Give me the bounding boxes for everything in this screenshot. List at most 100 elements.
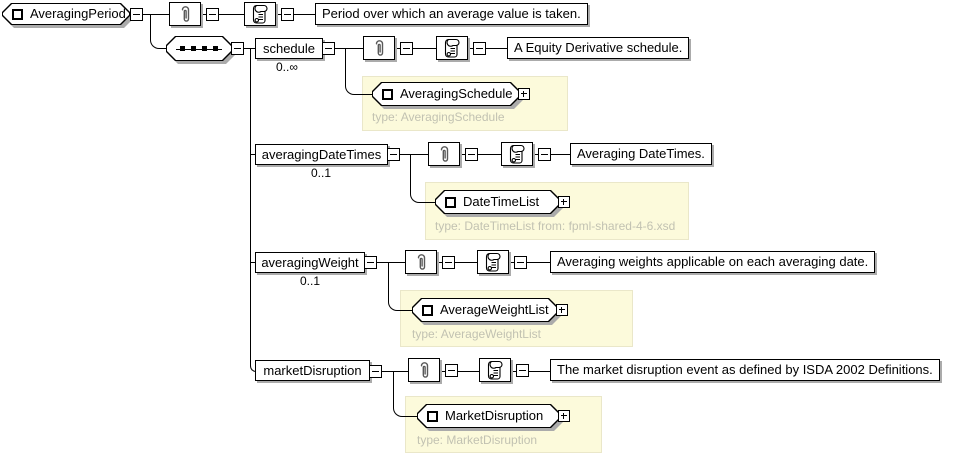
minus-toggle[interactable] [130,8,143,21]
connector-elbow [345,48,373,95]
attributes-box[interactable] [363,36,395,60]
annotation-box[interactable] [501,142,533,166]
attributes-box[interactable] [405,250,437,274]
connector [201,14,206,15]
square-icon [427,411,438,422]
sequence-dots-icon [180,46,218,51]
connector [244,48,255,49]
minus-toggle[interactable] [369,365,382,378]
scroll-icon [443,38,462,59]
annotation-box[interactable] [479,358,511,382]
connector [437,262,442,263]
element-label: MarketDisruption [445,407,544,423]
element-averagingweight[interactable]: averagingWeight [255,252,365,273]
connector-trunk [250,48,256,372]
scroll-icon [251,4,270,25]
type-note: type: MarketDisruption [417,433,538,447]
element-averagingdatetimes[interactable]: averagingDateTimes [255,144,388,165]
paperclip-icon [414,251,429,273]
connector [527,262,550,263]
minus-toggle[interactable] [445,364,458,377]
connector [395,48,400,49]
plus-toggle[interactable] [556,304,568,316]
square-icon [382,89,393,100]
annotation-text: Period over which an average value is ta… [315,3,588,25]
connector [458,371,479,372]
annotation-box[interactable] [436,36,468,60]
connector-elbow [388,262,413,311]
minus-toggle[interactable] [364,256,377,269]
element-schedule[interactable]: schedule [255,38,323,59]
minus-toggle[interactable] [465,148,478,161]
connector [486,48,507,49]
connector [529,371,550,372]
paperclip-icon [178,3,193,25]
minus-toggle[interactable] [473,42,486,55]
minus-toggle[interactable] [516,364,529,377]
attributes-box[interactable] [408,358,440,382]
scroll-icon [484,252,503,273]
minus-toggle[interactable] [231,42,244,55]
paperclip-icon [417,359,432,381]
paperclip-icon [437,143,452,165]
connector [509,262,514,263]
connector [533,154,538,155]
minus-toggle[interactable] [514,256,527,269]
type-note: type: AverageWeightList [412,327,541,341]
element-label: DateTimeList [463,193,540,209]
paperclip-icon [372,37,387,59]
typeref-averageweightlist[interactable]: AverageWeightList [412,298,558,322]
square-icon [445,197,456,208]
connector [468,48,473,49]
minus-toggle[interactable] [538,148,551,161]
connector [250,262,255,263]
connector-elbow [150,14,167,49]
typeref-marketdisruption[interactable]: MarketDisruption [417,404,560,428]
connector [276,14,281,15]
cardinality-label: 0..1 [311,166,332,180]
element-averagingperiod[interactable]: AveragingPeriod [2,3,130,25]
typeref-averagingschedule[interactable]: AveragingSchedule [372,82,520,106]
minus-toggle[interactable] [322,42,335,55]
connector [551,154,570,155]
annotation-text: Averaging weights applicable on each ave… [550,251,876,273]
connector [440,371,445,372]
minus-toggle[interactable] [400,42,413,55]
connector [219,14,244,15]
sequence-compositor[interactable] [166,36,232,61]
connector [455,262,477,263]
square-icon [422,305,433,316]
annotation-box[interactable] [244,2,276,26]
minus-toggle[interactable] [442,256,455,269]
connector [250,154,255,155]
element-label: AveragingPeriod [30,5,126,21]
element-label: AveragingSchedule [400,85,513,101]
cardinality-label: 0..∞ [276,60,298,74]
type-note: type: AveragingSchedule [372,110,505,124]
connector [413,48,436,49]
square-icon [12,9,23,20]
connector [460,154,465,155]
connector [478,154,501,155]
type-note: type: DateTimeList from: fpml-shared-4-6… [435,219,676,233]
minus-toggle[interactable] [206,8,219,21]
annotation-text: The market disruption event as defined b… [550,359,940,381]
annotation-text: Averaging DateTimes. [570,143,712,165]
connector [294,14,315,15]
plus-toggle[interactable] [518,88,530,100]
minus-toggle[interactable] [387,148,400,161]
scroll-icon [486,360,505,381]
typeref-datetimelist[interactable]: DateTimeList [435,190,560,214]
connector-elbow [393,371,418,417]
plus-toggle[interactable] [558,196,570,208]
attributes-box[interactable] [428,142,460,166]
connector [511,371,516,372]
minus-toggle[interactable] [281,8,294,21]
annotation-text: A Equity Derivative schedule. [507,37,690,59]
attributes-box[interactable] [169,2,201,26]
element-marketdisruption[interactable]: marketDisruption [255,360,370,381]
element-label: AverageWeightList [440,301,549,317]
annotation-box[interactable] [477,250,509,274]
plus-toggle[interactable] [558,410,570,422]
